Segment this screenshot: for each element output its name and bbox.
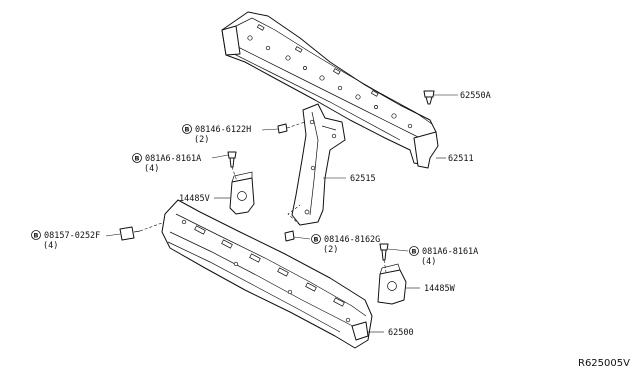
part-number: 08146-8162G (324, 235, 380, 245)
label-62550A: 62550A (460, 91, 491, 101)
part-number: 08146-6122H (195, 125, 251, 135)
callout-badge: B (34, 232, 39, 240)
callout-08146-8162G: B 08146-8162G (2) (311, 234, 380, 255)
callout-badge: B (314, 236, 319, 244)
label-62500: 62500 (388, 328, 414, 338)
bolt-08157-0252F (105, 219, 171, 241)
callout-badge: B (135, 155, 140, 163)
callout-081A6-8161A-left: B 081A6-8161A (4) (132, 153, 201, 174)
part-quantity: (4) (43, 241, 58, 251)
part-quantity: (4) (144, 164, 159, 174)
label-62511: 62511 (448, 154, 474, 164)
part-number: 081A6-8161A (145, 154, 201, 164)
bracket-14485V (214, 171, 255, 215)
clip-62550A (423, 90, 458, 105)
part-quantity: (4) (421, 257, 436, 267)
callout-badge: B (412, 248, 417, 256)
label-14485W: 14485W (424, 284, 456, 294)
label-62515: 62515 (350, 174, 376, 184)
callout-08157-0252F: B 08157-0252F (4) (31, 230, 100, 251)
diagram-code: R625005V (578, 358, 630, 369)
part-number: 08157-0252F (44, 231, 100, 241)
bolt-081A6-8161A-left (211, 151, 239, 185)
callout-08146-6122H: B 08146-6122H (2) (182, 124, 251, 145)
label-14485V: 14485V (179, 194, 210, 204)
part-number: 081A6-8161A (422, 247, 478, 257)
part-quantity: (2) (323, 245, 338, 255)
part-quantity: (2) (194, 135, 209, 145)
bolt-08146-6122H (261, 121, 306, 134)
upper-core-support-62511 (221, 11, 439, 169)
bolt-08146-8162G (284, 230, 311, 242)
lower-core-support-62500 (161, 199, 384, 349)
callout-badge: B (185, 126, 190, 134)
center-stay-62515 (287, 103, 346, 226)
callout-081A6-8161A-right: B 081A6-8161A (4) (409, 246, 478, 267)
bracket-14485W (377, 263, 420, 305)
bolt-081A6-8161A-right (379, 243, 409, 273)
